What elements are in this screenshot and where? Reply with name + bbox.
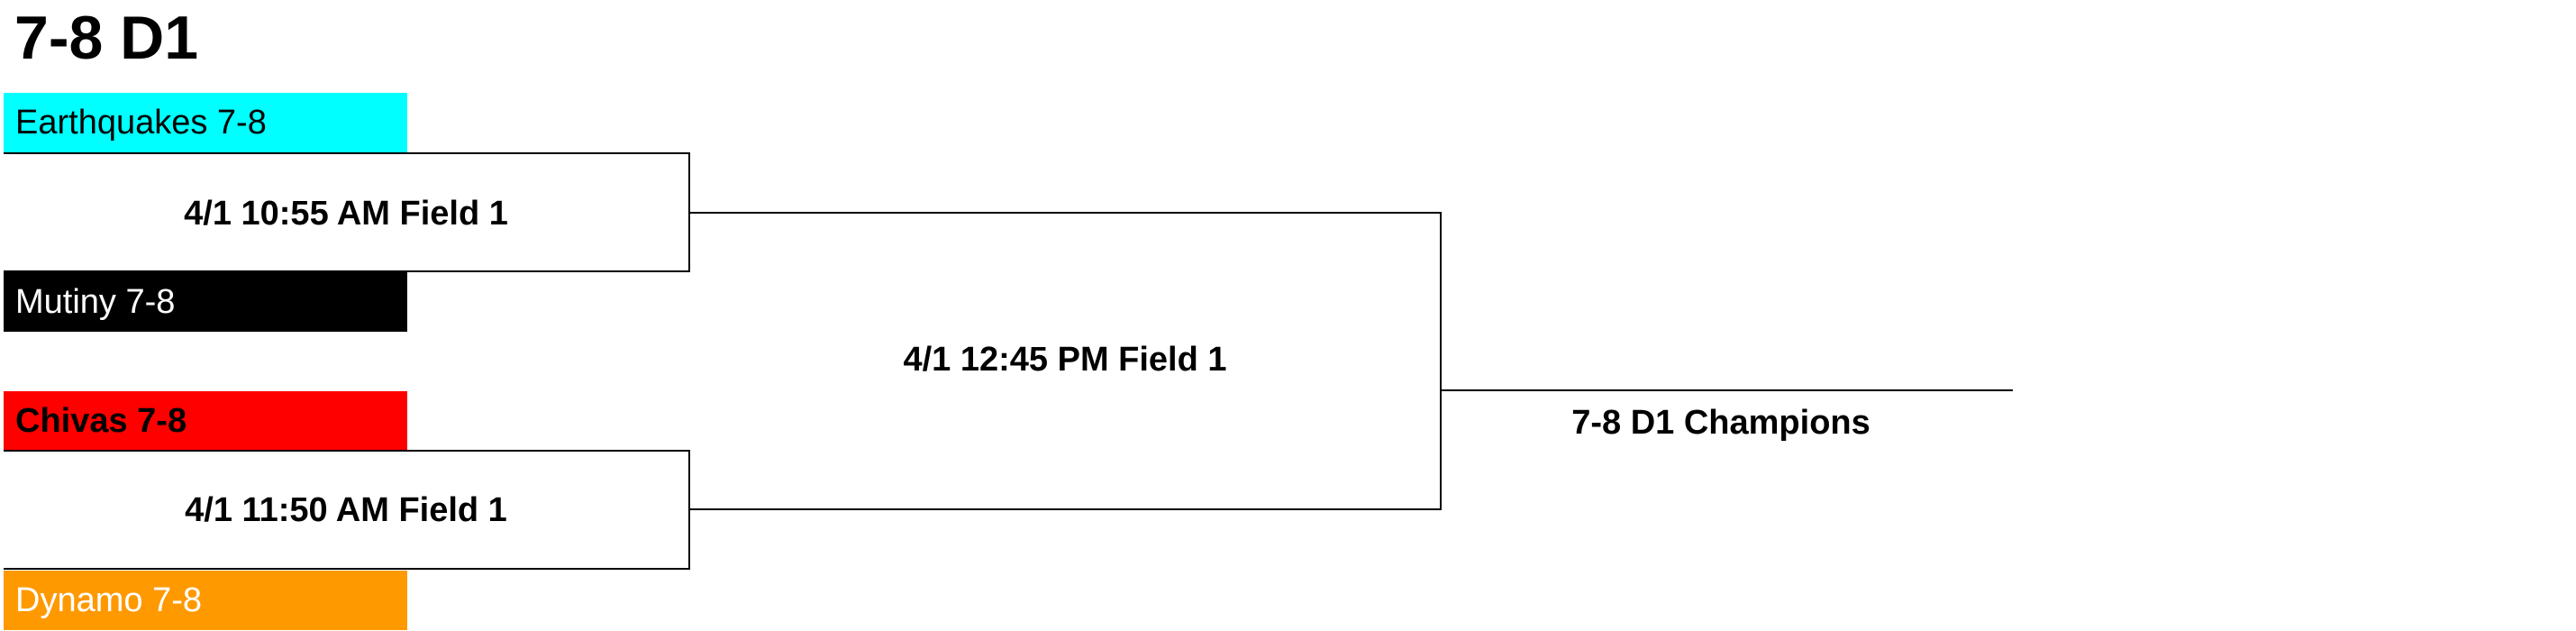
semi1-bottom-line (4, 270, 690, 272)
semi2-top-line (4, 450, 690, 452)
semi1-right-line (688, 152, 690, 272)
team-mutiny[interactable]: Mutiny 7-8 (4, 272, 407, 332)
final-game-label: 4/1 12:45 PM Field 1 (903, 341, 1227, 379)
semi1-game-label: 4/1 10:55 AM Field 1 (184, 195, 508, 233)
team-chivas[interactable]: Chivas 7-8 (4, 391, 407, 451)
team-dynamo[interactable]: Dynamo 7-8 (4, 571, 407, 630)
bracket-title: 7-8 D1 (14, 4, 199, 72)
final-bottom-line (690, 508, 1442, 510)
semi1-top-line (4, 152, 690, 154)
team-earthquakes[interactable]: Earthquakes 7-8 (4, 93, 407, 152)
final-top-line (690, 212, 1442, 214)
champion-line (1442, 389, 2013, 391)
semi2-bottom-line (4, 568, 690, 570)
champion-label: 7-8 D1 Champions (1571, 404, 1871, 442)
final-right-line (1440, 212, 1442, 510)
semi2-right-line (688, 450, 690, 570)
semi2-game-label: 4/1 11:50 AM Field 1 (185, 491, 507, 529)
